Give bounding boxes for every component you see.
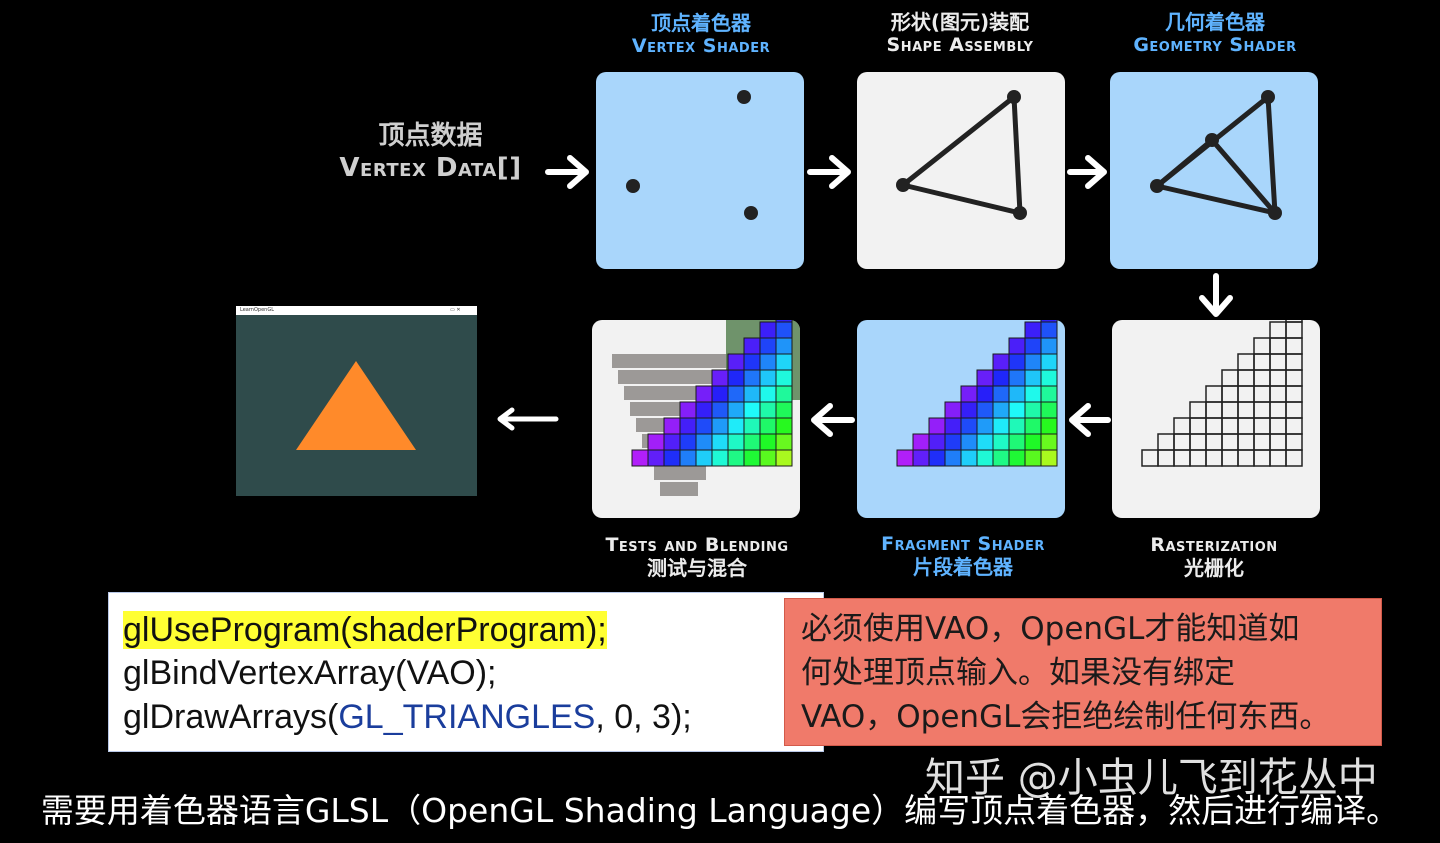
rasterization-box <box>1112 320 1320 518</box>
rasterization-title-zh: 光栅化 <box>1184 556 1244 580</box>
arrow-right-icon <box>807 155 851 189</box>
code-line-3-fn: glDrawArrays( <box>123 698 339 736</box>
code-panel: glUseProgram(shaderProgram); glBindVerte… <box>108 592 824 752</box>
vertex-shader-title-zh: 顶点着色器 <box>651 11 751 35</box>
shape-assembly-title-en: Shape Assembly <box>886 34 1034 56</box>
geometry-shader-title-en: Geometry Shader <box>1133 34 1297 56</box>
assembled-triangle-icon <box>896 90 1027 220</box>
shape-assembly-box <box>857 72 1065 269</box>
raster-grid-icon <box>1141 320 1303 467</box>
code-line-1: glUseProgram(shaderProgram); <box>123 609 607 651</box>
tests-blending-title: Tests and Blending 测试与混合 <box>578 534 816 580</box>
code-line-3-args: , 0, 3); <box>595 698 692 736</box>
vertex-data-label: 顶点数据 Vertex Data[] <box>318 120 543 184</box>
geometry-shader-title: 几何着色器 Geometry Shader <box>1100 11 1330 57</box>
note-line-2: 何处理顶点输入。如果没有绑定 <box>801 655 1235 691</box>
blended-fragments-icon <box>612 320 800 496</box>
output-window-titlebar: LearnOpenGL ▭ ✕ <box>236 306 477 315</box>
code-line-2: glBindVertexArray(VAO); <box>123 654 497 692</box>
code-line-1-text: glUseProgram(shaderProgram); <box>123 611 607 649</box>
code-line-3: glDrawArrays(GL_TRIANGLES, 0, 3); <box>123 696 692 738</box>
vertex-shader-title: 顶点着色器 Vertex Shader <box>596 12 806 58</box>
note-line-1: 必须使用VAO，OpenGL才能知道如 <box>801 611 1300 647</box>
vao-note-panel: 必须使用VAO，OpenGL才能知道如 何处理顶点输入。如果没有绑定 VAO，O… <box>784 598 1382 746</box>
tests-blending-title-zh: 测试与混合 <box>647 556 747 580</box>
fragment-shader-title-zh: 片段着色器 <box>913 555 1013 579</box>
vertex-points-icon <box>626 90 758 220</box>
shape-assembly-title-zh: 形状(图元)装配 <box>890 10 1030 34</box>
geometry-shader-title-zh: 几何着色器 <box>1165 10 1265 34</box>
subdivided-triangle-icon <box>1150 90 1282 220</box>
colored-fragments-icon <box>896 320 1058 467</box>
fragment-shader-title: Fragment Shader 片段着色器 <box>850 533 1076 579</box>
arrow-right-icon <box>1067 155 1107 189</box>
arrow-left-icon <box>1069 403 1111 437</box>
vertex-data-label-zh: 顶点数据 <box>378 121 483 151</box>
vertex-shader-title-en: Vertex Shader <box>631 35 771 57</box>
arrow-left-icon <box>811 403 855 437</box>
output-window: LearnOpenGL ▭ ✕ <box>236 306 477 496</box>
orange-triangle-icon <box>296 361 416 450</box>
fragment-shader-title-en: Fragment Shader <box>881 533 1045 555</box>
video-subtitle: 需要用着色器语言GLSL（OpenGL Shading Language）编写顶… <box>40 791 1400 830</box>
note-line-3: VAO，OpenGL会拒绝绘制任何东西。 <box>801 699 1331 735</box>
arrow-right-icon <box>545 155 589 189</box>
window-controls-icon: ▭ ✕ <box>450 307 461 313</box>
watermark: 知乎 @小虫儿飞到花丛中 <box>925 755 1378 801</box>
tests-blending-title-en: Tests and Blending <box>605 534 789 556</box>
rasterization-title-en: Rasterization <box>1150 534 1278 556</box>
arrow-down-icon <box>1199 273 1233 317</box>
tests-blending-box <box>592 320 800 518</box>
arrow-left-icon <box>497 407 559 431</box>
geometry-shader-box <box>1110 72 1318 269</box>
output-window-title: LearnOpenGL <box>240 307 274 313</box>
vertex-data-label-en: Vertex Data[] <box>339 153 522 183</box>
fragment-shader-box <box>857 320 1065 518</box>
code-line-3-keyword: GL_TRIANGLES <box>338 698 596 736</box>
rasterization-title: Rasterization 光栅化 <box>1108 534 1320 580</box>
shape-assembly-title: 形状(图元)装配 Shape Assembly <box>850 11 1070 57</box>
vertex-shader-box <box>596 72 804 269</box>
